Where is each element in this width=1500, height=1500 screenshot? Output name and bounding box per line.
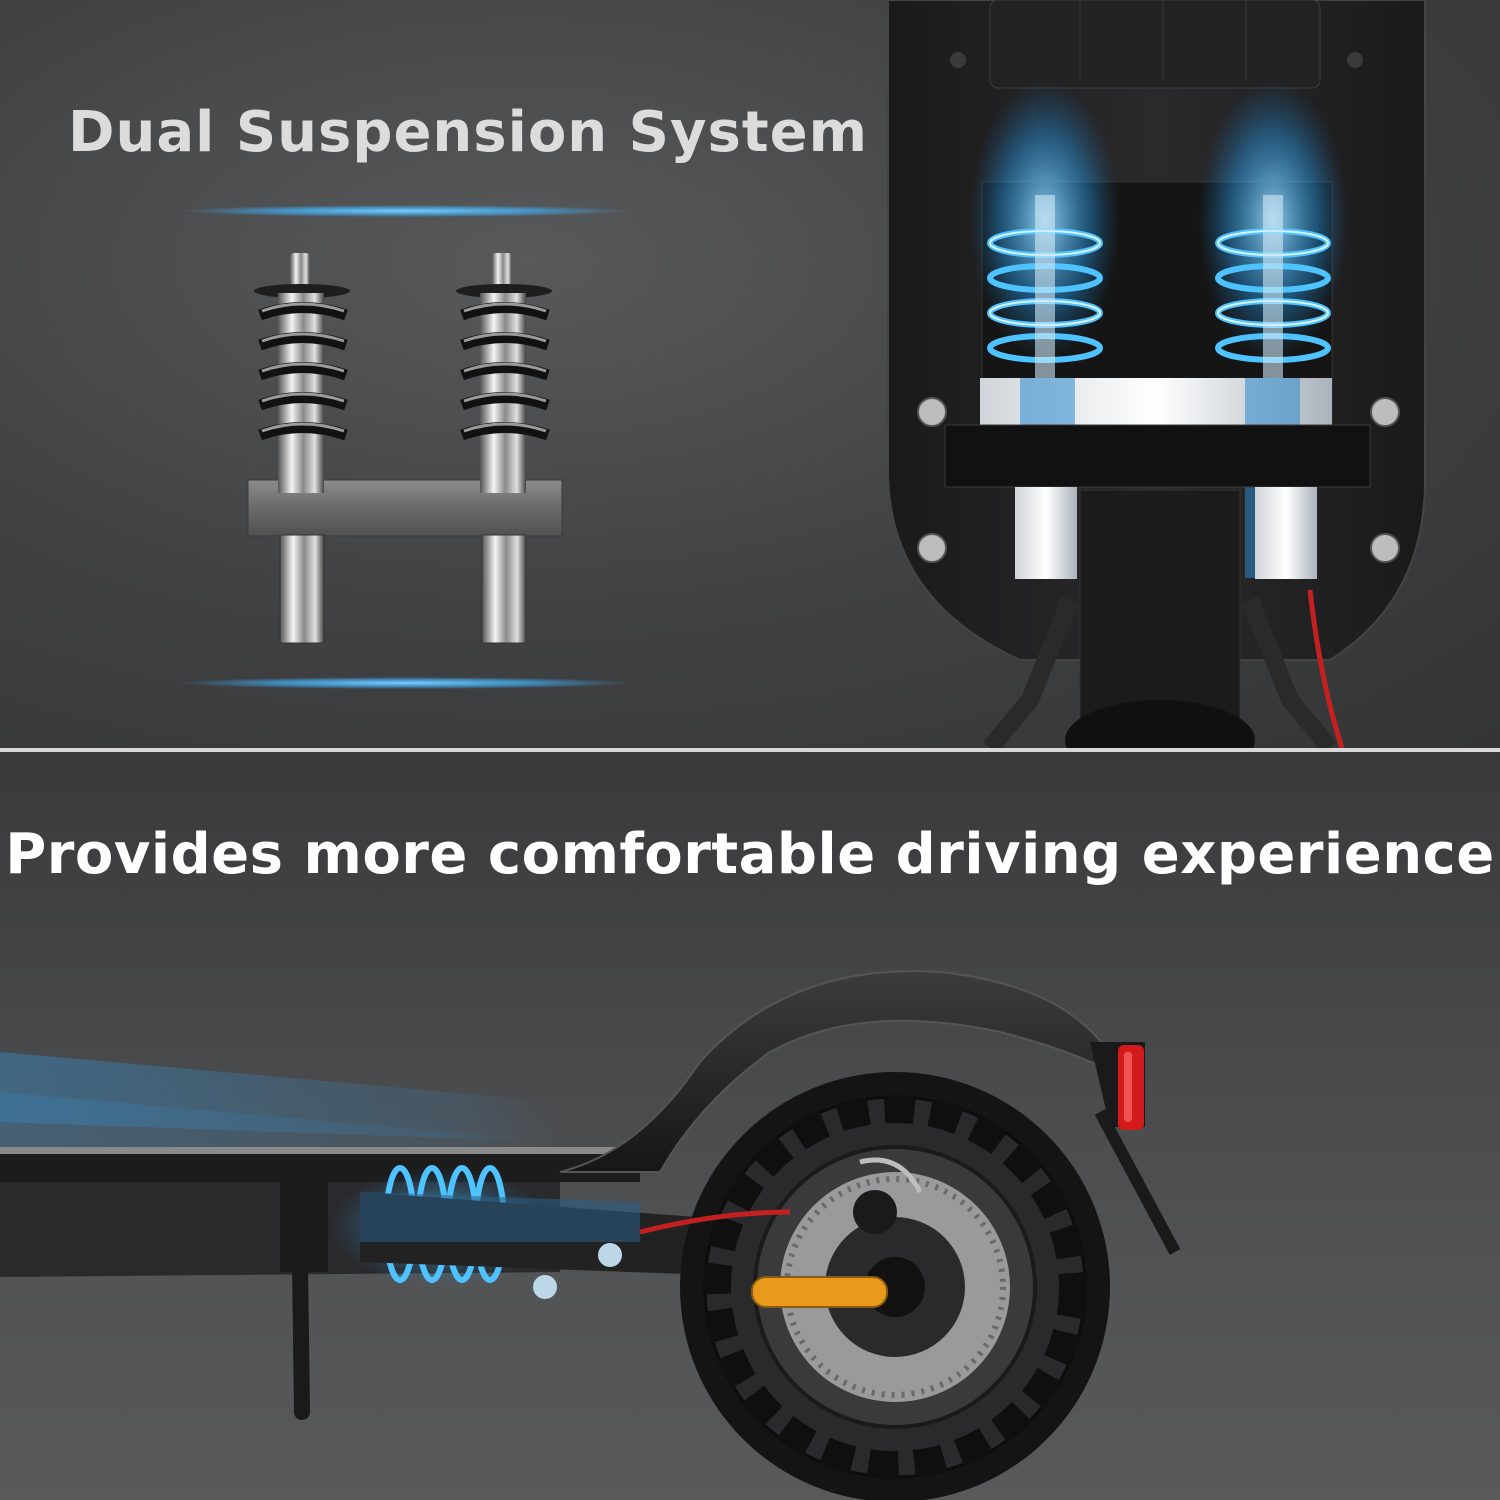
top-panel: Dual Suspension System: [0, 0, 1500, 748]
right-spring: [456, 253, 552, 644]
scooter-underside-illustration: [887, 0, 1426, 748]
side-reflector: [751, 1276, 888, 1308]
left-spring: [254, 253, 350, 644]
scooter-rear-wheel-illustration: [0, 970, 1500, 1500]
panel-title-suspension: Dual Suspension System: [68, 100, 868, 165]
glow-line-lower: [180, 677, 630, 689]
suspension-spring-pair-illustration: [247, 253, 563, 644]
panel-title-comfort: Provides more comfortable driving experi…: [5, 822, 1495, 887]
bottom-panel: Provides more comfortable driving experi…: [0, 752, 1500, 1500]
glow-line-upper: [180, 205, 630, 217]
panel-divider: [0, 748, 1500, 752]
rear-wheel: [680, 1072, 1110, 1500]
